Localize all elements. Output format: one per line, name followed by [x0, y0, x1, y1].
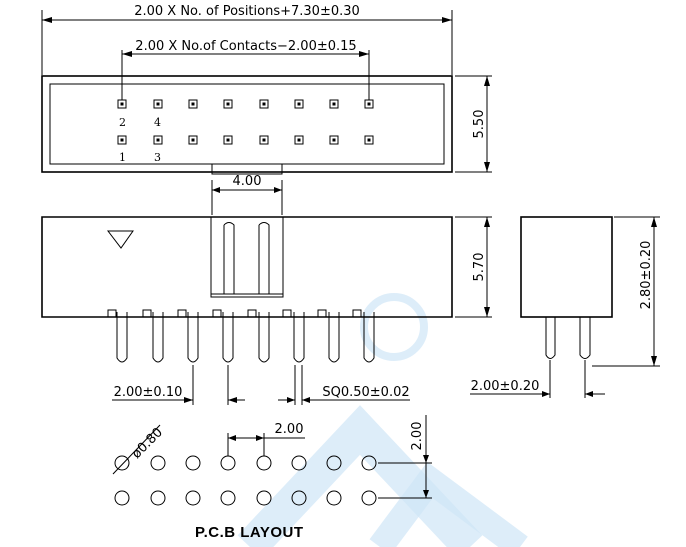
pcb-hole: [291, 490, 307, 506]
contact-pad-center: [191, 138, 195, 142]
row-pitch-side-dim: 2.00±0.20: [471, 379, 540, 394]
pcb-hole: [220, 455, 236, 471]
pin-label-3: 3: [154, 151, 161, 164]
pcb-hole: [326, 490, 342, 506]
pitch-front-dim: 2.00±0.10: [114, 385, 183, 400]
body-tooth: [107, 309, 117, 317]
contact-pad-center: [226, 138, 230, 142]
contact-pad: [259, 99, 269, 109]
contact-pad-center: [262, 102, 266, 106]
pcb-pitch-x-dim: 2.00: [275, 422, 304, 437]
pcb-hole: [150, 490, 166, 506]
contact-pad: [153, 135, 163, 145]
pcb-hole: [185, 490, 201, 506]
contact-pad: [223, 135, 233, 145]
front-pin: [116, 312, 128, 363]
pcb-pitch-y-dim: 2.00: [410, 422, 425, 451]
body-tooth: [212, 309, 222, 317]
contact-pad-center: [332, 102, 336, 106]
contact-pad: [188, 99, 198, 109]
front-pin: [187, 312, 199, 363]
contact-pad: [364, 135, 374, 145]
front-pin: [258, 312, 270, 363]
front-pin: [293, 312, 305, 363]
body-tooth: [142, 309, 152, 317]
contact-pad-center: [297, 102, 301, 106]
front-pin: [328, 312, 340, 363]
side-height-dim: 2.80±0.20: [639, 241, 654, 310]
front-pin: [363, 312, 375, 363]
pin-label-2: 2: [119, 116, 126, 129]
contact-pad-center: [191, 102, 195, 106]
front-pin: [222, 312, 234, 363]
pin-label-4: 4: [154, 116, 161, 129]
pcb-hole: [114, 490, 130, 506]
pcb-hole: [361, 455, 377, 471]
body-height-dim: 5.70: [472, 253, 487, 282]
contact-pad: [117, 99, 127, 109]
front-view: 4.00 5.70 2.00±0.10 SQ0.50±0.02: [41, 174, 492, 405]
pcb-hole: [256, 490, 272, 506]
body-tooth: [317, 309, 327, 317]
contact-pad: [294, 135, 304, 145]
key-slot-dim: 4.00: [233, 174, 262, 189]
contact-pad: [117, 135, 127, 145]
pcb-hole: [256, 455, 272, 471]
pcb-hole: [361, 490, 377, 506]
top-view: 2.00 X No. of Positions+7.30±0.30 2.00 X…: [41, 4, 492, 175]
contact-pad: [294, 99, 304, 109]
contact-span-dim: 2.00 X No.of Contacts−2.00±0.15: [135, 39, 356, 54]
contact-pad: [259, 135, 269, 145]
contact-pad: [223, 99, 233, 109]
contact-pad: [329, 99, 339, 109]
contact-pad-center: [120, 138, 124, 142]
contact-pad-center: [226, 102, 230, 106]
body-tooth: [352, 309, 362, 317]
pcb-hole: [291, 455, 307, 471]
watermark-logo: [237, 293, 528, 547]
contact-pad-center: [297, 138, 301, 142]
contact-pad-center: [156, 138, 160, 142]
overall-length-dim: 2.00 X No. of Positions+7.30±0.30: [134, 4, 360, 19]
contact-pad: [153, 99, 163, 109]
contact-pad-center: [367, 102, 371, 106]
body-tooth: [282, 309, 292, 317]
pcb-hole: [220, 490, 236, 506]
front-pin: [152, 312, 164, 363]
pin-label-1: 1: [119, 151, 126, 164]
contact-pad-center: [156, 102, 160, 106]
contact-pad-center: [367, 138, 371, 142]
pin-square-dim: SQ0.50±0.02: [322, 385, 409, 400]
contact-pad-center: [262, 138, 266, 142]
contact-pad-center: [332, 138, 336, 142]
body-tooth: [247, 309, 257, 317]
contact-pad: [364, 99, 374, 109]
pcb-hole: [185, 455, 201, 471]
pcb-hole: [326, 455, 342, 471]
contact-pad-center: [120, 102, 124, 106]
pcb-hole: [150, 455, 166, 471]
body-tooth: [177, 309, 187, 317]
pcb-hole: [114, 455, 130, 471]
contact-pad: [188, 135, 198, 145]
side-view: 2.80±0.20 2.00±0.20: [470, 216, 660, 398]
top-height-dim: 5.50: [472, 110, 487, 139]
pcb-layout-title: P.C.B LAYOUT: [195, 524, 304, 541]
contact-pad: [329, 135, 339, 145]
